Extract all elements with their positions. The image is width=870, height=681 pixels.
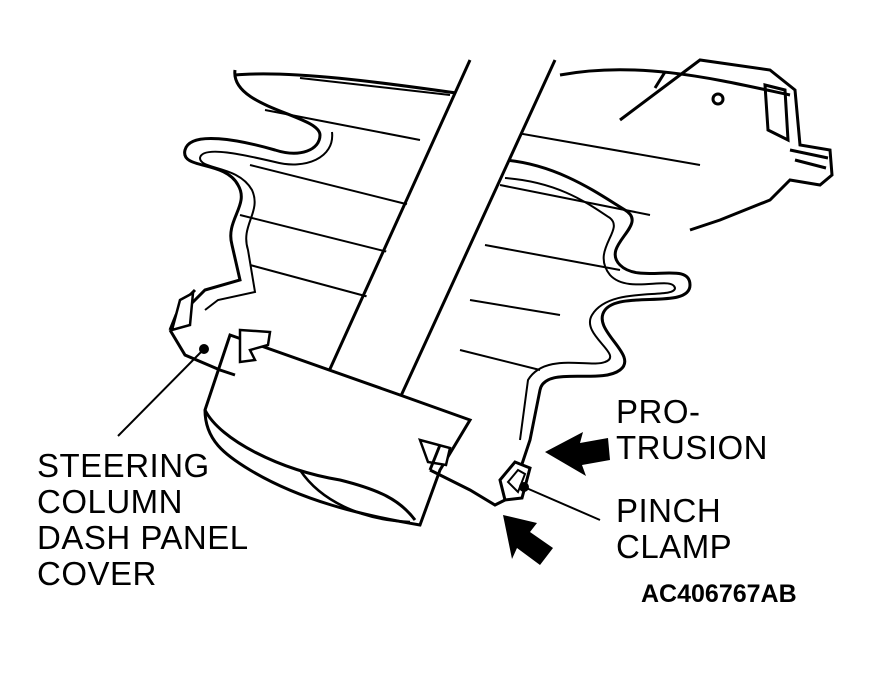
label-line: PRO- — [616, 393, 701, 430]
label-line: TRUSION — [616, 429, 768, 466]
label-pinch-clamp: PINCH CLAMP — [616, 493, 732, 565]
boot-shading-lines — [239, 77, 701, 371]
label-protrusion: PRO- TRUSION — [616, 394, 768, 466]
label-line: COVER — [37, 555, 157, 592]
steering-boot-outline — [183, 69, 692, 501]
label-line: STEERING — [37, 447, 210, 484]
bracket-hole — [711, 92, 725, 106]
mount-bracket — [619, 58, 834, 232]
leader-lines — [117, 344, 601, 521]
clamp-arrow — [503, 515, 553, 565]
label-line: DASH PANEL — [37, 519, 249, 556]
steering-shaft — [323, 59, 557, 400]
steering-boot-inner-outline — [198, 131, 677, 441]
label-line: CLAMP — [616, 528, 733, 565]
pinch-clamp — [498, 460, 532, 502]
label-line: PINCH — [616, 492, 722, 529]
protrusion-arrow — [545, 432, 610, 476]
boot-top-rim — [234, 68, 791, 97]
label-steering-column-dash-panel-cover: STEERING COLUMN DASH PANEL COVER — [37, 448, 249, 592]
dash-panel-cover-body — [203, 328, 473, 527]
label-line: COLUMN — [37, 483, 184, 520]
bracket-edge — [653, 71, 667, 89]
figure-id: AC406767AB — [641, 580, 797, 608]
boot-left-tab — [170, 290, 195, 332]
